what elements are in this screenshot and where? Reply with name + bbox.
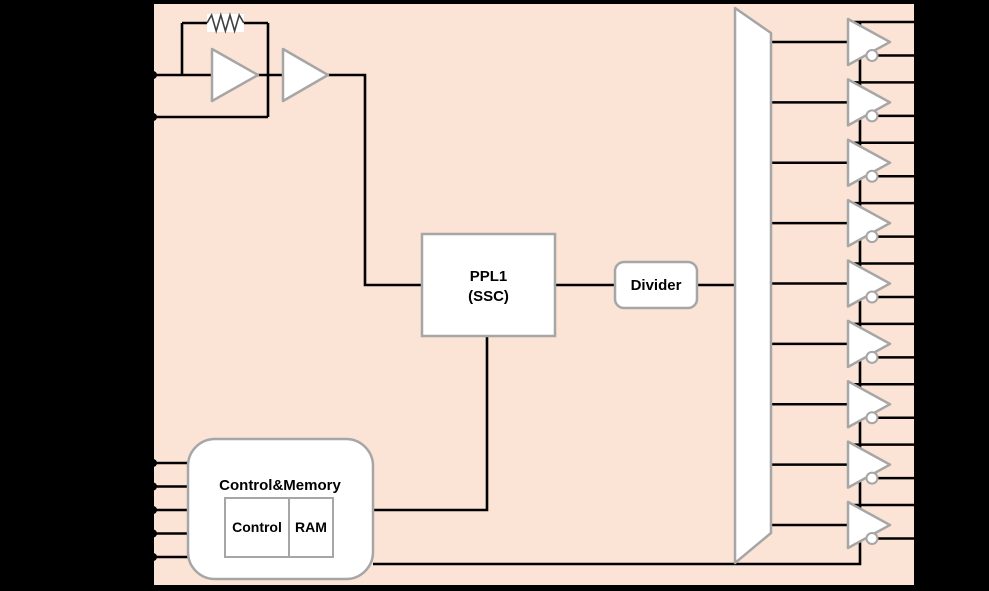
wires: [150, 21, 862, 566]
divider-label: Divider: [631, 277, 682, 294]
resistor-body: [207, 14, 244, 32]
control-pin-2: [149, 482, 157, 491]
control-label: Control: [232, 519, 282, 535]
osc-buffer-2-icon: [281, 47, 330, 103]
control-pin-5: [149, 553, 157, 561]
divider-block: Divider: [613, 260, 699, 310]
control-memory-title: Control&Memory: [219, 477, 341, 494]
pll-block: PPL1 (SSC): [420, 232, 557, 338]
control-pin-1: [149, 459, 157, 467]
output-buffers: [149, 17, 892, 561]
output-buffer-2-invert-bubble: [865, 109, 879, 123]
fanout-mux: [733, 6, 773, 565]
divider-box: [613, 260, 699, 310]
crystal-pin-2: [149, 113, 157, 121]
output-buffer-5-invert-bubble: [865, 290, 879, 304]
fanout-wires: [150, 20, 918, 559]
output-buffer-9-invert-bubble: [865, 532, 879, 545]
output-buffer-6-invert-bubble: [865, 350, 879, 364]
control-ram-box: [224, 497, 334, 558]
pll-label-line2: (SSC): [468, 288, 509, 305]
output-buffer-8-invert-bubble: [865, 471, 879, 485]
osc-to-pll-wire: [328, 73, 422, 287]
control-pin-3: [149, 506, 157, 514]
output-buffer-7-invert-bubble: [865, 411, 879, 425]
crystal-pin-1: [149, 71, 157, 79]
feedback-resistor: [206, 12, 245, 34]
output-buffer-1-invert-bubble: [865, 49, 879, 62]
control-to-pll-wire: [373, 336, 489, 512]
output-buffer-3-invert-bubble: [865, 169, 879, 183]
control-memory-block: Control&Memory Control RAM: [186, 437, 375, 581]
output-buffer-4-invert-bubble: [865, 230, 879, 244]
pll-label-line1: PPL1: [470, 268, 508, 285]
control-pin-4: [149, 529, 157, 538]
osc-buffer-1-icon: [210, 47, 260, 103]
ram-label: RAM: [295, 519, 327, 535]
resistor-zigzag-icon: [206, 12, 245, 34]
pll-box: [420, 232, 557, 338]
